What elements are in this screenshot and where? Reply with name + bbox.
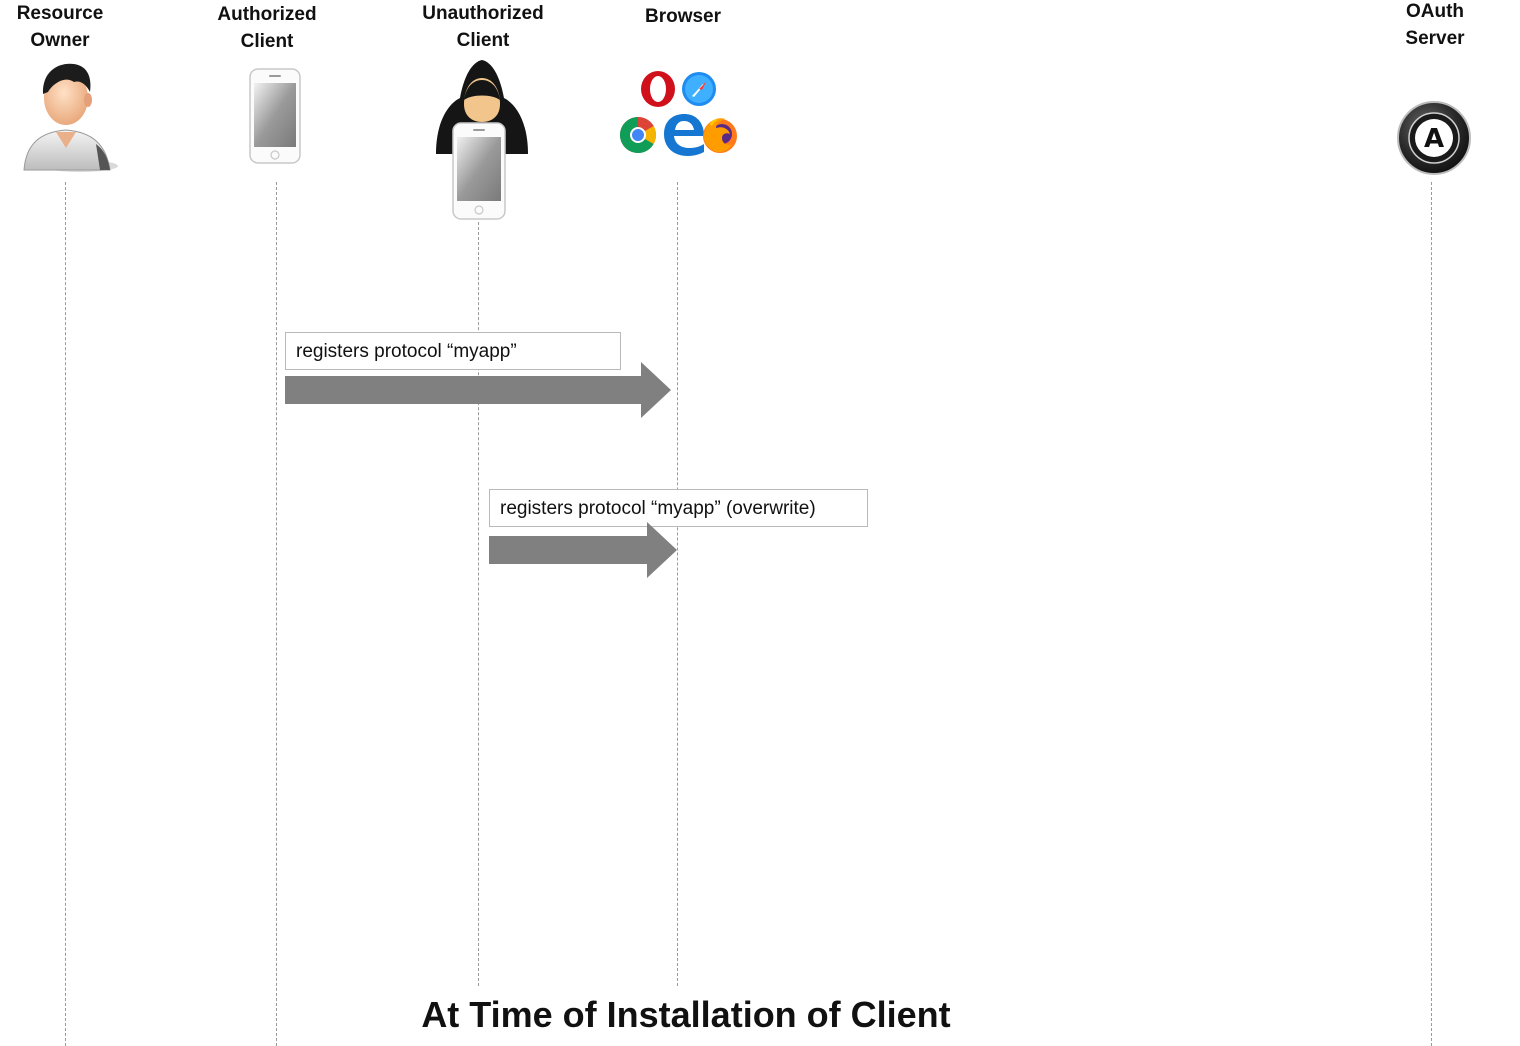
oauth-logo-letter: A [1424, 124, 1444, 154]
actor-label-line2: Client [240, 31, 294, 52]
actor-label-resource-owner: Resource Owner [17, 0, 104, 54]
message-arrow [489, 522, 677, 578]
actor-label-unauthorized-client: Unauthorized Client [422, 0, 543, 54]
hooded-attacker-with-smartphone-icon [436, 60, 528, 220]
lifeline-resource-owner [65, 182, 66, 1046]
actor-label-oauth-server: OAuth Server [1405, 0, 1464, 52]
actor-label-authorized-client: Authorized Client [217, 1, 316, 55]
actor-label-line1: Unauthorized [422, 3, 544, 24]
actor-label-line2: Owner [30, 30, 90, 51]
diagram-caption: At Time of Installation of Client [421, 994, 951, 1035]
actor-label-line2: Client [456, 30, 510, 51]
actor-label-line1: Browser [644, 6, 722, 27]
actor-label-line1: OAuth [1405, 1, 1465, 22]
edge-logo-icon [664, 114, 704, 156]
oauth-logo-icon: A [1397, 101, 1471, 175]
safari-logo-icon [682, 72, 716, 106]
opera-logo-icon [641, 71, 675, 107]
lifeline-browser [677, 182, 678, 986]
chrome-logo-icon [619, 117, 657, 154]
message-label: registers protocol “myapp” [285, 332, 621, 370]
message-arrow [285, 362, 671, 418]
browser-logos-icon [619, 71, 737, 156]
person-avatar-icon [23, 63, 118, 172]
actor-label-line2: Server [1405, 28, 1465, 49]
lifeline-authorized-client [276, 182, 277, 1046]
message-label: registers protocol “myapp” (overwrite) [489, 489, 868, 527]
lifeline-unauthorized-client [478, 222, 479, 986]
smartphone-icon [249, 68, 301, 164]
actor-label-line1: Resource [16, 3, 104, 24]
actor-label-browser: Browser [645, 3, 721, 30]
firefox-logo-icon [703, 118, 737, 153]
actor-label-line1: Authorized [217, 4, 317, 25]
lifeline-oauth-server [1431, 182, 1432, 1046]
